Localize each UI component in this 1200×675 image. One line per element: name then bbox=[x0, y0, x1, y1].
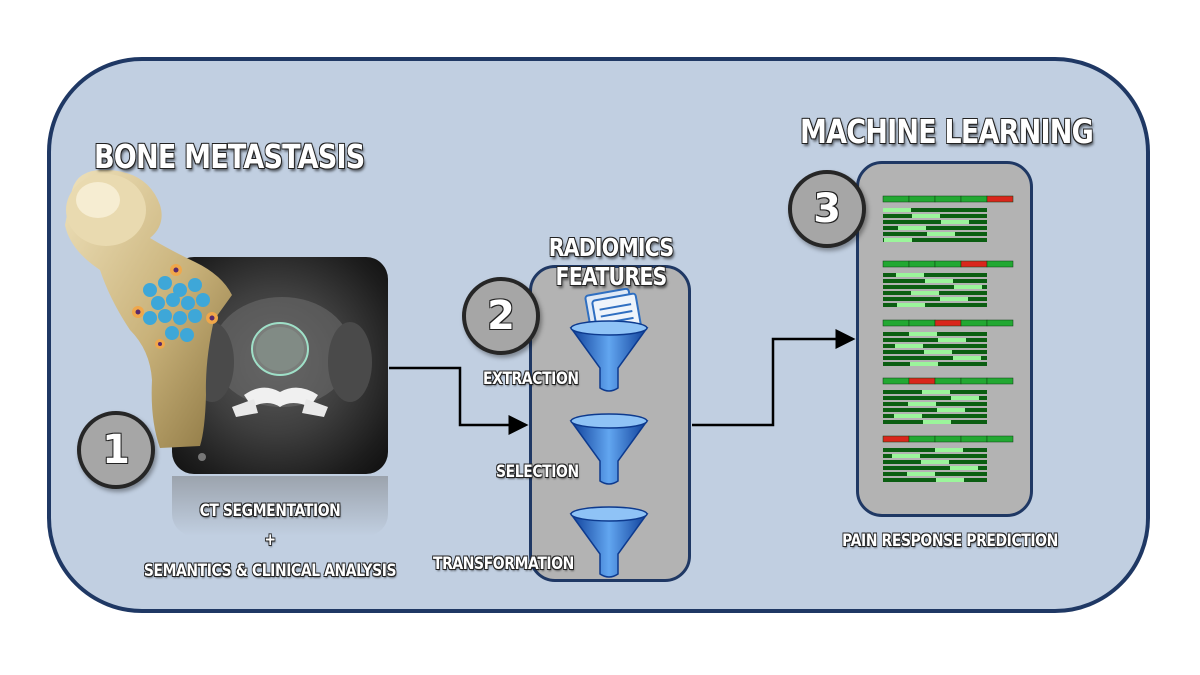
ml-row-bar bbox=[883, 338, 987, 342]
ml-row-highlight bbox=[951, 396, 979, 400]
ml-row-bar bbox=[883, 396, 987, 400]
funnel-extraction bbox=[569, 320, 649, 392]
ml-header-cell bbox=[986, 319, 1014, 327]
ml-row-highlight bbox=[897, 303, 925, 307]
ml-row-highlight bbox=[936, 478, 964, 482]
title-radiomics-features: RADIOMICS FEATURES bbox=[548, 233, 674, 291]
ml-row-bar bbox=[883, 478, 987, 482]
ml-row-highlight bbox=[921, 460, 949, 464]
ml-row-highlight bbox=[895, 344, 923, 348]
ml-row-bar bbox=[883, 273, 987, 277]
ml-row-highlight bbox=[923, 420, 951, 424]
ml-row-highlight bbox=[935, 448, 963, 452]
ml-row-highlight bbox=[940, 297, 968, 301]
ml-row-bar bbox=[883, 220, 987, 224]
ml-row-bar bbox=[883, 285, 987, 289]
ml-row-highlight bbox=[953, 356, 981, 360]
ml-row-bar bbox=[883, 408, 987, 412]
ml-row-highlight bbox=[892, 454, 920, 458]
arrow-connector-1 bbox=[389, 366, 529, 435]
ml-row-bar bbox=[883, 297, 987, 301]
ml-row-highlight bbox=[909, 332, 937, 336]
ml-header-cell-red bbox=[986, 195, 1014, 203]
ml-row-highlight bbox=[954, 285, 982, 289]
ml-row-bar bbox=[883, 344, 987, 348]
title-bone-metastasis: BONE METASTASIS bbox=[94, 137, 365, 176]
title-machine-learning: MACHINE LEARNING bbox=[800, 112, 1094, 151]
ml-row-highlight bbox=[924, 350, 952, 354]
ml-row-highlight bbox=[883, 208, 911, 212]
arrow-connector-2 bbox=[692, 329, 856, 427]
ml-row-bar bbox=[883, 303, 987, 307]
ml-row-bar bbox=[883, 454, 987, 458]
ml-header-cell bbox=[986, 260, 1014, 268]
ml-row-highlight bbox=[912, 214, 940, 218]
femur-bone-image bbox=[65, 169, 232, 449]
ml-row-highlight bbox=[941, 220, 969, 224]
ml-row-bar bbox=[883, 208, 987, 212]
ml-row-highlight bbox=[937, 408, 965, 412]
ml-row-bar bbox=[883, 414, 987, 418]
ml-row-highlight bbox=[884, 238, 912, 242]
label-transformation: TRANSFORMATION bbox=[433, 554, 574, 574]
ml-bar-groups bbox=[882, 195, 1014, 482]
ml-row-bar bbox=[883, 238, 987, 242]
ml-row-highlight bbox=[894, 414, 922, 418]
label-extraction: EXTRACTION bbox=[483, 369, 579, 389]
ml-row-bar bbox=[883, 356, 987, 360]
caption-plus: + bbox=[264, 530, 276, 550]
ml-row-highlight bbox=[950, 466, 978, 470]
step-3-circle: 3 bbox=[788, 170, 866, 248]
ml-row-highlight bbox=[925, 279, 953, 283]
caption-semantics-clinical: SEMANTICS & CLINICAL ANALYSIS bbox=[143, 561, 397, 581]
ml-row-highlight bbox=[911, 291, 939, 295]
ct-image-reflection bbox=[172, 476, 388, 536]
ml-row-highlight bbox=[938, 338, 966, 342]
ml-row-bar bbox=[883, 466, 987, 470]
ml-group-header bbox=[882, 377, 1014, 385]
ml-row-highlight bbox=[908, 402, 936, 406]
ml-row-highlight bbox=[927, 232, 955, 236]
ml-row-highlight bbox=[896, 273, 924, 277]
funnel-transformation bbox=[569, 506, 649, 578]
caption-ct-segmentation: CT SEGMENTATION bbox=[199, 501, 341, 521]
tumor-cells bbox=[132, 264, 218, 349]
ml-group-header bbox=[882, 195, 1014, 203]
ml-row-bar bbox=[883, 226, 987, 230]
ml-row-highlight bbox=[898, 226, 926, 230]
ct-scan-image bbox=[172, 257, 388, 474]
ml-header-cell bbox=[986, 435, 1014, 443]
ml-group-header bbox=[882, 260, 1014, 268]
funnel-selection bbox=[569, 413, 649, 485]
ml-row-highlight bbox=[907, 472, 935, 476]
ml-row-highlight bbox=[910, 362, 938, 366]
ml-group-header bbox=[882, 319, 1014, 327]
step-1-circle: 1 bbox=[77, 411, 155, 489]
ml-row-highlight bbox=[922, 390, 950, 394]
ml-group-header bbox=[882, 435, 1014, 443]
ml-header-cell bbox=[986, 377, 1014, 385]
machine-learning-panel bbox=[856, 161, 1033, 517]
caption-pain-response: PAIN RESPONSE PREDICTION bbox=[842, 531, 1058, 551]
label-selection: SELECTION bbox=[496, 462, 579, 482]
step-2-circle: 2 bbox=[462, 277, 540, 355]
